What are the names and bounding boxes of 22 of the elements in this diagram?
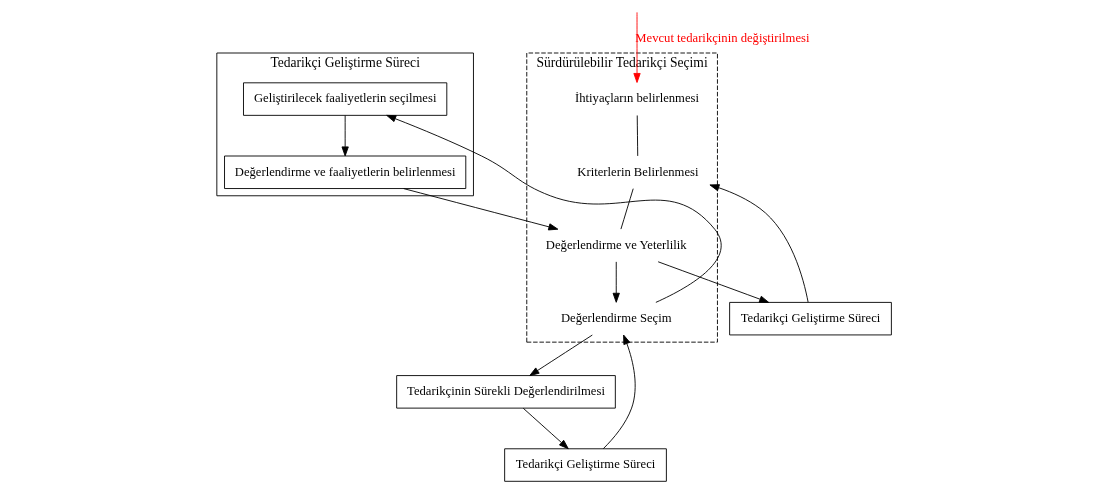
arrow	[386, 114, 722, 303]
node-text: İhtiyaçların belirlenmesi	[575, 91, 699, 106]
edge-label: Mevcut tedarikçinin değiştirilmesi	[635, 31, 810, 46]
node-text: Değerlendirme ve Yeterlilik	[545, 237, 687, 252]
arrow	[522, 407, 569, 450]
arrow	[602, 334, 636, 450]
arrow	[612, 261, 620, 303]
node-box: Geliştirilecek faaliyetlerin seçilmesi	[243, 82, 448, 116]
arrow	[341, 115, 349, 157]
node-box: Tedarikçinin Sürekli Değerlendirilmesi	[396, 375, 616, 409]
node-box: Tedarikçi Geliştirme Süreci	[504, 448, 667, 482]
node-box: Değerlendirme ve faaliyetlerin belirlenmesi	[224, 155, 467, 189]
connector	[636, 115, 639, 157]
node-box: Tedarikçi Geliştirme Süreci	[729, 301, 892, 336]
node-text: Değerlendirme Seçim	[560, 311, 672, 326]
arrow	[657, 261, 770, 303]
arrow	[709, 184, 809, 303]
arrow	[633, 11, 641, 83]
arrow	[529, 334, 593, 376]
node-text: Kriterlerin Belirlenmesi	[577, 164, 699, 179]
arrow	[403, 188, 559, 231]
connector	[620, 188, 634, 230]
